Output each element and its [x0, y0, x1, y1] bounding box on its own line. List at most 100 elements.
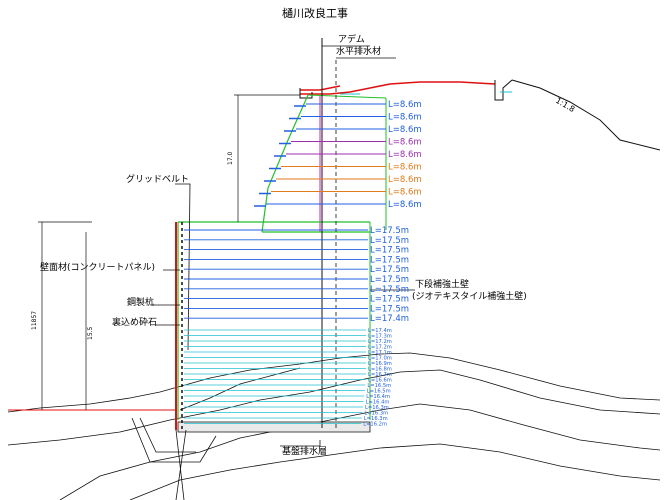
lower-layer-label: L=17.4m: [370, 314, 409, 324]
dim-total: 11857: [31, 311, 38, 330]
lower-layer: L=17.5m: [184, 304, 409, 314]
bottom-layer-label: L=16.4m: [366, 400, 390, 406]
bottom-layer-label: L=16.5m: [367, 389, 391, 395]
upper-layer-label: L=8.6m: [388, 125, 422, 135]
lower-layer: L=17.5m: [184, 236, 409, 246]
callout-lower-wall-sub: (ジオテキスタイル補強土壁): [412, 290, 527, 302]
callout-base-drain: 基盤排水層: [282, 445, 327, 457]
dim-upper: 17.0: [227, 151, 234, 165]
upper-layer-label: L=8.6m: [388, 100, 422, 110]
slope-label: 1:1.8: [554, 96, 576, 114]
callout-adem: アデム: [338, 33, 365, 45]
bottom-layer-label: L=17.4m: [368, 328, 392, 334]
callout-leaders: [150, 45, 415, 447]
bottom-layer-label: L=17.1m: [368, 350, 392, 356]
upper-layer-label: L=8.6m: [388, 150, 422, 160]
callout-drain: 水平排水材: [336, 45, 381, 57]
lower-layer-label: L=17.5m: [370, 255, 409, 265]
lower-layer-label: L=17.5m: [370, 246, 409, 256]
callout-lower-wall: 下段補強土壁: [415, 278, 469, 290]
bottom-layer: L=16.3m: [184, 411, 388, 417]
lower-layer: L=17.5m: [184, 246, 409, 256]
upper-layer-label: L=8.6m: [388, 138, 422, 148]
callout-steel-pile: 鋼製杭: [127, 296, 154, 308]
lower-layer: L=17.5m: [184, 275, 409, 285]
bottom-layer-label: L=16.4m: [366, 394, 390, 400]
upper-reinforcement-layers: L=8.6mL=8.6mL=8.6mL=8.6mL=8.6mL=8.6mL=8.…: [254, 100, 422, 210]
bottom-layer-label: L=16.3m: [364, 416, 388, 422]
bottom-layer-label: L=16.5m: [367, 383, 391, 389]
upper-layer-label: L=8.6m: [388, 163, 422, 173]
lower-layer: L=17.5m: [184, 255, 409, 265]
callout-grid-belt: グリッドベルト: [126, 173, 189, 185]
upper-layer: L=8.6m: [259, 188, 422, 198]
bottom-layer: L=16.5m: [184, 383, 391, 389]
upper-layer-label: L=8.6m: [388, 200, 422, 210]
lower-layer: L=17.5m: [184, 226, 409, 236]
lower-layer: L=17.5m: [184, 285, 409, 295]
lower-layer: L=17.4m: [184, 314, 409, 324]
bottom-layer: L=17.3m: [184, 334, 392, 340]
bottom-layer-label: L=17.2m: [368, 345, 392, 351]
lower-layer: L=17.5m: [184, 265, 409, 275]
bottom-layer: L=16.9m: [184, 361, 392, 367]
road-surface: [300, 81, 496, 95]
upper-layer-label: L=8.6m: [388, 113, 422, 123]
upper-layer-label: L=8.6m: [388, 188, 422, 198]
upper-layer: L=8.6m: [294, 100, 422, 110]
bottom-layer: L=16.6m: [184, 378, 392, 384]
lower-reinforcement-layers: L=17.5mL=17.5mL=17.5mL=17.5mL=17.5mL=17.…: [184, 226, 409, 324]
lower-layer-label: L=17.5m: [370, 275, 409, 285]
bottom-layer: L=16.5m: [184, 389, 391, 395]
bottom-layer: L=16.4m: [184, 394, 390, 400]
bottom-layer-label: L=16.2m: [363, 422, 387, 428]
terrain-lines: [7, 352, 661, 500]
bottom-layer-label: L=17.3m: [368, 334, 392, 340]
bottom-layer: L=16.4m: [184, 400, 389, 406]
lower-layer-label: L=17.5m: [370, 226, 409, 236]
bottom-layer-label: L=16.7m: [368, 372, 392, 378]
foundation-trench: [131, 417, 217, 500]
bottom-layer: L=16.3m: [184, 405, 389, 411]
bottom-layer: L=17.1m: [184, 350, 392, 356]
bottom-layer: L=16.7m: [184, 372, 392, 378]
bottom-layer-label: L=16.8m: [368, 367, 392, 373]
bottom-layer-label: L=16.6m: [368, 378, 392, 384]
upper-layer: L=8.6m: [269, 163, 422, 173]
callout-backfill: 裏込め砕石: [112, 316, 157, 328]
bottom-layer: L=16.3m: [184, 416, 388, 422]
upper-layer: L=8.6m: [274, 150, 422, 160]
upper-layer: L=8.6m: [284, 125, 422, 135]
upper-wall-face: [261, 94, 309, 233]
bottom-layer-label: L=16.3m: [365, 405, 389, 411]
bottom-layer-label: L=17.2m: [368, 339, 392, 345]
lower-layer-label: L=17.5m: [370, 285, 409, 295]
bottom-layer-label: L=16.3m: [364, 411, 388, 417]
callout-wall-face: 壁面材(コンクリートパネル): [40, 261, 155, 273]
bottom-layer-label: L=16.9m: [368, 361, 392, 367]
bottom-layer: L=17.2m: [184, 345, 392, 351]
lower-layer: L=17.5m: [184, 295, 409, 305]
bottom-reinforcement-layers: L=17.4mL=17.3mL=17.2mL=17.2mL=17.1mL=17.…: [184, 328, 392, 428]
bottom-layer: L=17.4m: [184, 328, 392, 334]
upper-layer: L=8.6m: [289, 113, 422, 123]
dimension-lines: [38, 94, 300, 410]
upper-wall-top: [307, 94, 387, 99]
lower-layer-label: L=17.5m: [370, 295, 409, 305]
drawing-title: 樋川改良工事: [282, 6, 348, 20]
bottom-layer-label: L=17.0m: [368, 356, 392, 362]
bottom-layer: L=16.8m: [184, 367, 392, 373]
lower-layer-label: L=17.5m: [370, 304, 409, 314]
lower-layer-label: L=17.5m: [370, 236, 409, 246]
bottom-layer: L=16.2m: [184, 422, 387, 428]
bottom-layer: L=17.2m: [184, 339, 392, 345]
upper-layer: L=8.6m: [264, 175, 422, 185]
dim-lower: 15.5: [87, 326, 94, 340]
upper-layer-label: L=8.6m: [388, 175, 422, 185]
upper-layer: L=8.6m: [279, 138, 422, 148]
lower-layer-label: L=17.5m: [370, 265, 409, 275]
upper-layer: L=8.6m: [254, 200, 422, 210]
bottom-layer: L=17.0m: [184, 356, 392, 362]
